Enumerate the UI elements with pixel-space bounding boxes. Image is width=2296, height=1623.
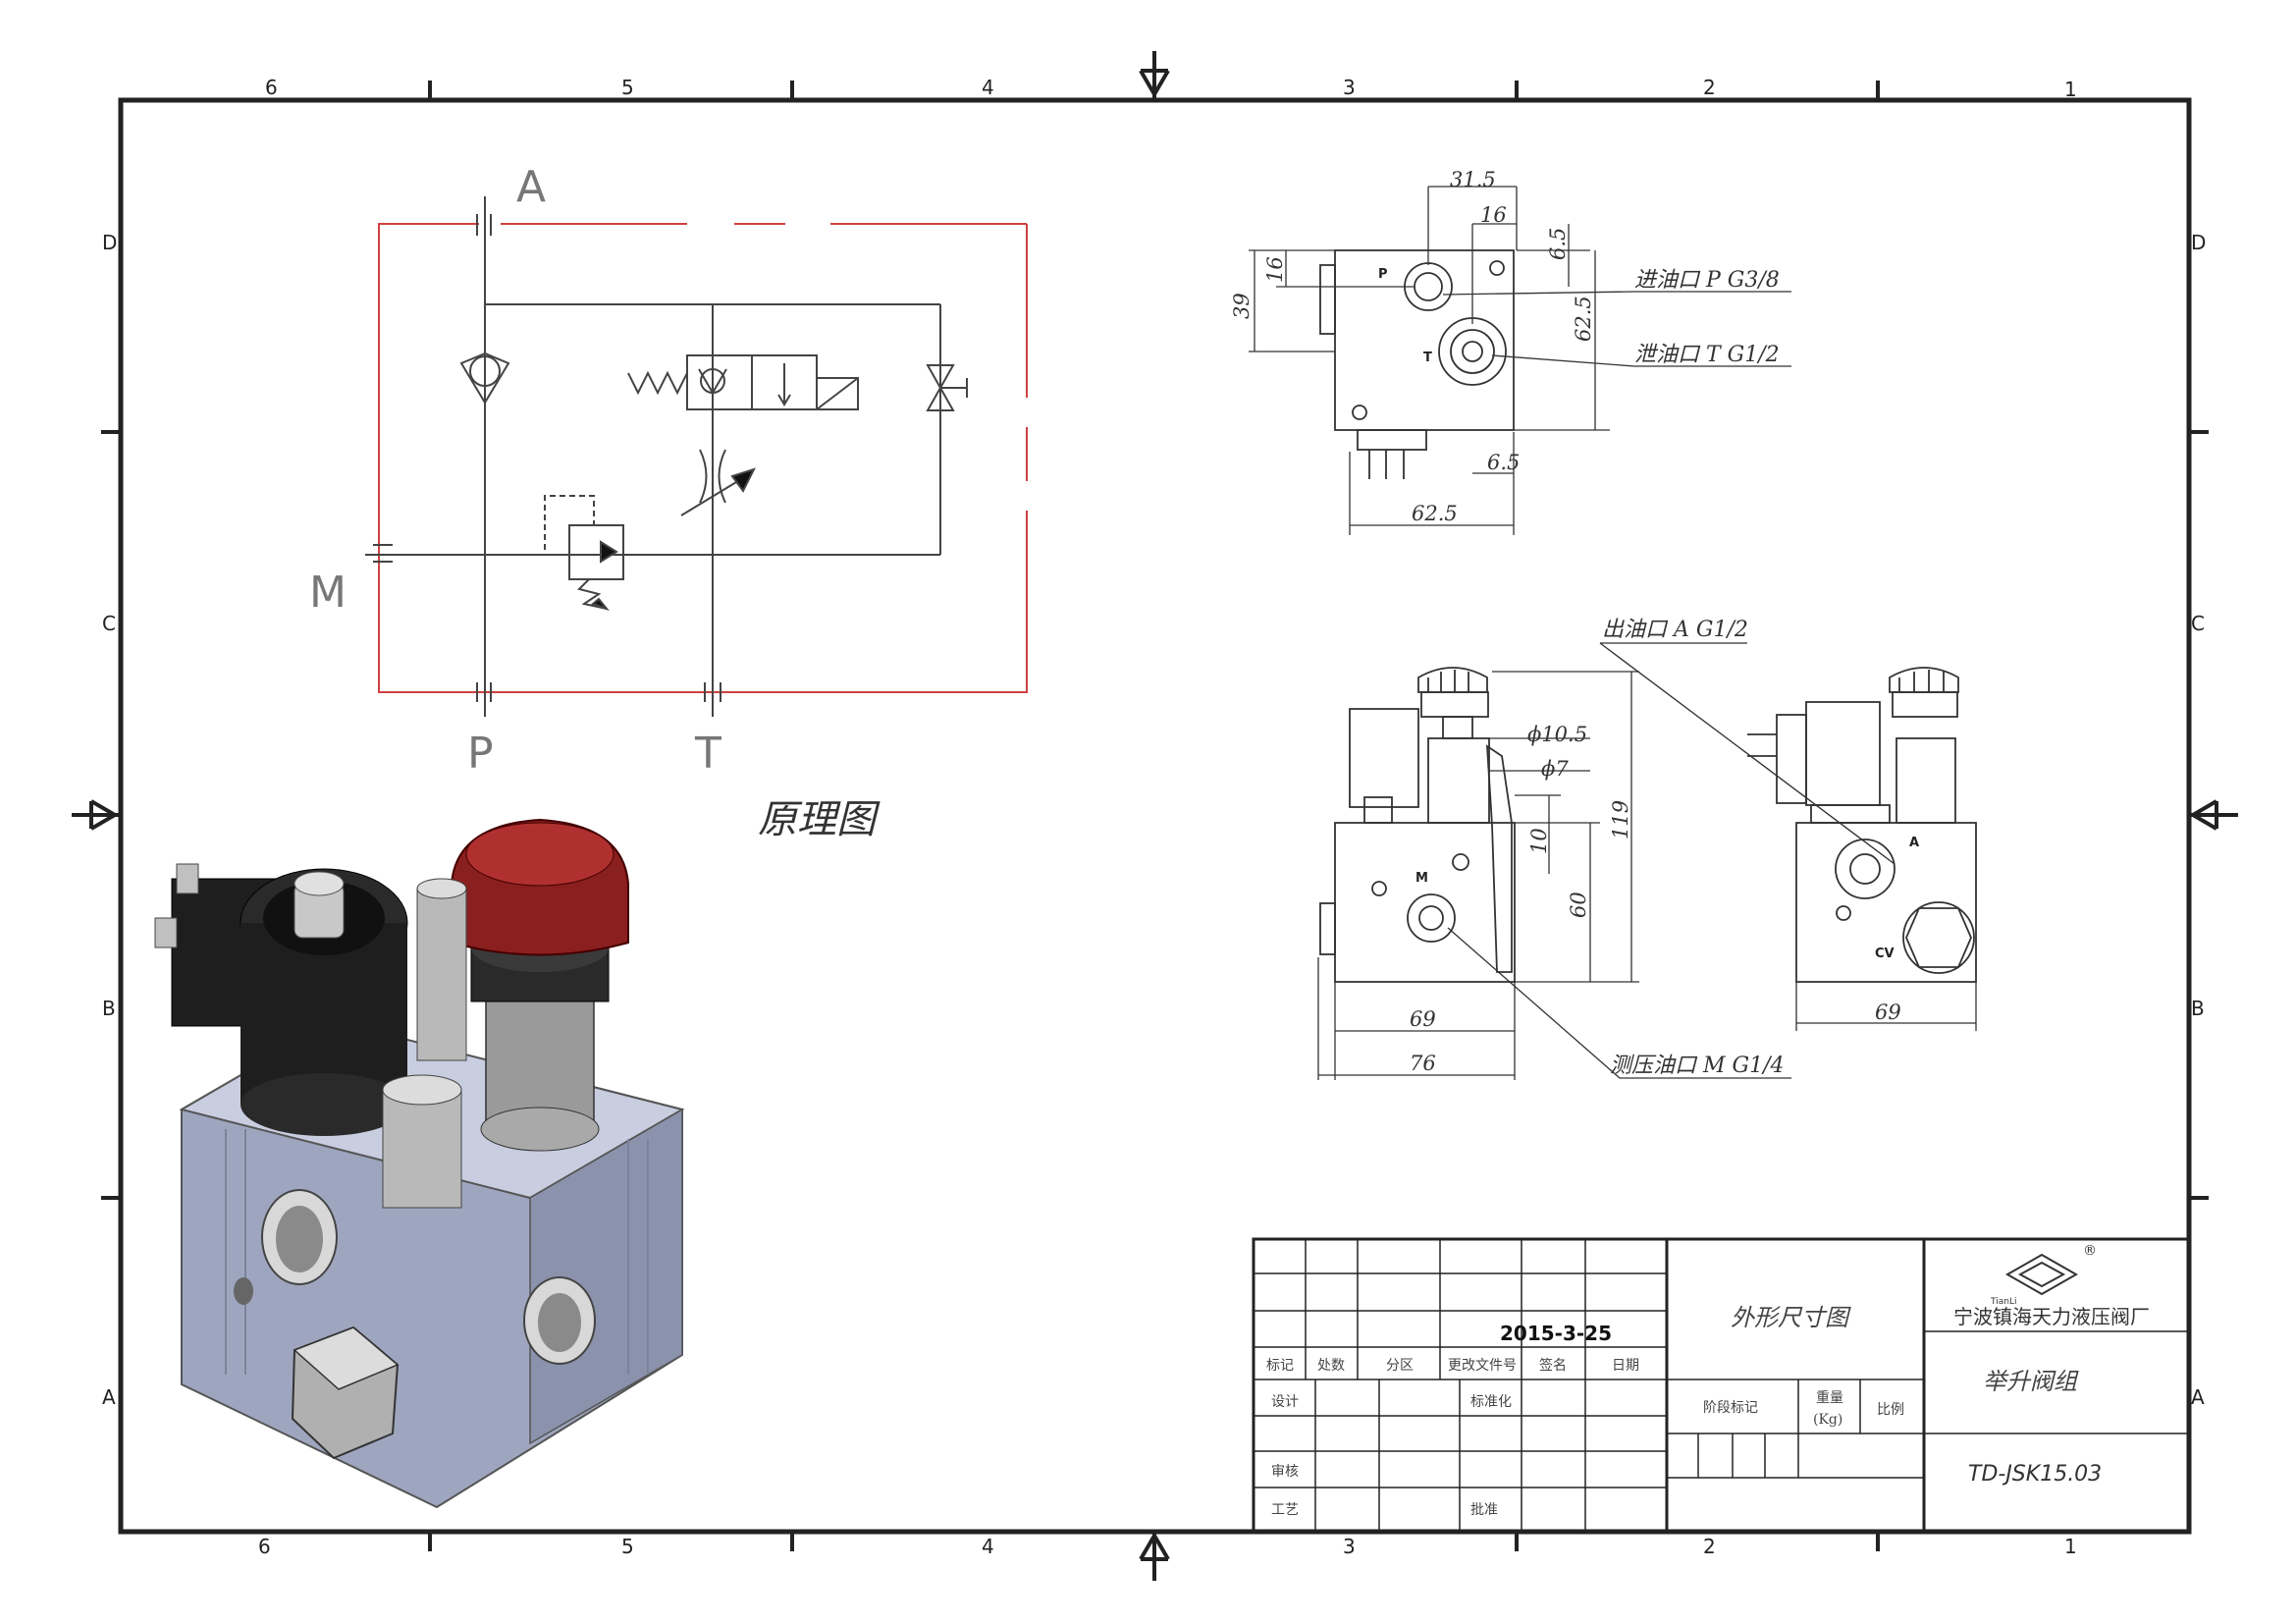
tb-row-approve: 批准 xyxy=(1470,1502,1498,1518)
tb-header-mark: 标记 xyxy=(1266,1358,1294,1374)
title-block: 2015-3-25 标记 处数 分区 更改文件号 签名 日期 设计 标准化 审核… xyxy=(1252,1237,2191,1534)
tb-company: 宁波镇海天力液压阀厂 xyxy=(1953,1305,2150,1328)
tb-row-standard: 标准化 xyxy=(1470,1394,1512,1410)
tb-header-date: 日期 xyxy=(1612,1358,1639,1374)
tb-header-zone: 分区 xyxy=(1386,1358,1414,1374)
tb-header-count: 处数 xyxy=(1317,1358,1345,1374)
zone-row-c-left: C xyxy=(102,612,116,635)
front-dim-119: 119 xyxy=(1609,800,1632,839)
side-face-a: A xyxy=(1909,836,1919,850)
callout-drain-t: 泄油口 T G1/2 xyxy=(1634,343,1780,367)
zone-col-1-top: 1 xyxy=(2064,78,2077,101)
zone-col-6-top: 6 xyxy=(265,76,278,99)
tb-row-design: 设计 xyxy=(1271,1394,1299,1410)
schematic-port-m: M xyxy=(309,568,347,618)
callout-gauge-m: 测压油口 M G1/4 xyxy=(1610,1054,1785,1078)
front-dim-10: 10 xyxy=(1527,828,1551,854)
tb-weight-label: 重量 xyxy=(1816,1390,1843,1406)
top-dim-6-5-v: 6.5 xyxy=(1546,228,1570,260)
tb-header-change-doc: 更改文件号 xyxy=(1448,1358,1517,1374)
tb-drawing-title: 外形尺寸图 xyxy=(1731,1304,1851,1331)
top-dim-62-5-v: 62.5 xyxy=(1572,296,1595,342)
front-face-m: M xyxy=(1415,871,1428,886)
front-dim-dia-10-5: ϕ10.5 xyxy=(1527,723,1587,746)
top-face-t: T xyxy=(1423,351,1432,365)
side-face-cv: CV xyxy=(1875,947,1895,961)
zone-row-a-right: A xyxy=(2191,1385,2205,1409)
top-dim-6-5-h: 6.5 xyxy=(1487,451,1520,474)
zone-labels: 6 5 4 3 2 1 6 5 4 3 2 1 D C B A D C B A xyxy=(102,76,2206,1558)
tb-company-brand: TianLi xyxy=(1990,1297,2016,1307)
top-view: 31.5 16 6.5 16 39 62.5 6.5 62.5 P T 进油口 … xyxy=(1230,168,1791,535)
top-dim-39: 39 xyxy=(1230,293,1254,319)
schematic-boundary xyxy=(378,223,1028,693)
tb-row-review: 审核 xyxy=(1271,1464,1299,1480)
zone-row-b-right: B xyxy=(2191,997,2205,1020)
zone-col-5-bottom: 5 xyxy=(621,1535,634,1558)
top-dim-16-h: 16 xyxy=(1480,203,1507,227)
callout-outlet-a: 出油口 A G1/2 xyxy=(1602,618,1748,642)
callout-inlet-p: 进油口 P G3/8 xyxy=(1634,268,1780,293)
zone-col-4-bottom: 4 xyxy=(982,1535,994,1558)
side-view: 69 A CV xyxy=(1747,667,1977,1031)
zone-col-2-bottom: 2 xyxy=(1703,1535,1716,1558)
top-dim-16-v: 16 xyxy=(1263,256,1287,283)
tb-scale-label: 比例 xyxy=(1877,1402,1904,1418)
company-logo xyxy=(2004,1253,2079,1296)
tb-drawing-number: TD-JSK15.03 xyxy=(1968,1462,2102,1487)
front-dim-76: 76 xyxy=(1410,1052,1436,1075)
zone-col-4-top: 4 xyxy=(982,76,994,99)
front-view: ϕ10.5 ϕ7 10 60 119 69 76 M 出油口 A G1/2 测压… xyxy=(1317,618,1896,1080)
zone-col-3-bottom: 3 xyxy=(1343,1535,1356,1558)
side-dim-69: 69 xyxy=(1875,1001,1901,1024)
schematic-title: 原理图 xyxy=(758,797,881,842)
zone-row-a-left: A xyxy=(102,1385,116,1409)
zone-col-3-top: 3 xyxy=(1343,76,1356,99)
tb-registered-mark: ® xyxy=(2083,1243,2097,1259)
zone-col-2-top: 2 xyxy=(1703,76,1716,99)
front-dim-dia-7: ϕ7 xyxy=(1541,757,1569,781)
front-dim-60: 60 xyxy=(1567,892,1590,918)
zone-col-5-top: 5 xyxy=(621,76,634,99)
schematic-port-p: P xyxy=(467,729,494,779)
top-face-p: P xyxy=(1378,267,1388,282)
sheet-border xyxy=(72,51,2238,1581)
schematic-port-t: T xyxy=(694,729,721,779)
zone-row-d-left: D xyxy=(102,231,117,254)
zone-col-1-bottom: 1 xyxy=(2064,1535,2077,1558)
valve-3d-render xyxy=(154,818,685,1509)
schematic-port-a: A xyxy=(516,162,546,212)
tb-date: 2015-3-25 xyxy=(1500,1322,1612,1345)
top-dim-31-5: 31.5 xyxy=(1450,168,1496,191)
top-dim-62-5-h: 62.5 xyxy=(1412,502,1458,525)
tb-part-name: 举升阀组 xyxy=(1983,1368,2079,1395)
zone-row-c-right: C xyxy=(2191,612,2205,635)
tb-header-signature: 签名 xyxy=(1539,1357,1567,1374)
zone-col-6-bottom: 6 xyxy=(258,1535,271,1558)
front-dim-69: 69 xyxy=(1410,1007,1436,1031)
tb-stage-label: 阶段标记 xyxy=(1703,1400,1758,1416)
tb-row-process: 工艺 xyxy=(1271,1502,1299,1518)
zone-row-d-right: D xyxy=(2191,231,2206,254)
tb-weight-unit: (Kg) xyxy=(1813,1412,1842,1428)
hydraulic-schematic: A M P T 原理图 xyxy=(309,162,1028,842)
zone-row-b-left: B xyxy=(102,997,116,1020)
